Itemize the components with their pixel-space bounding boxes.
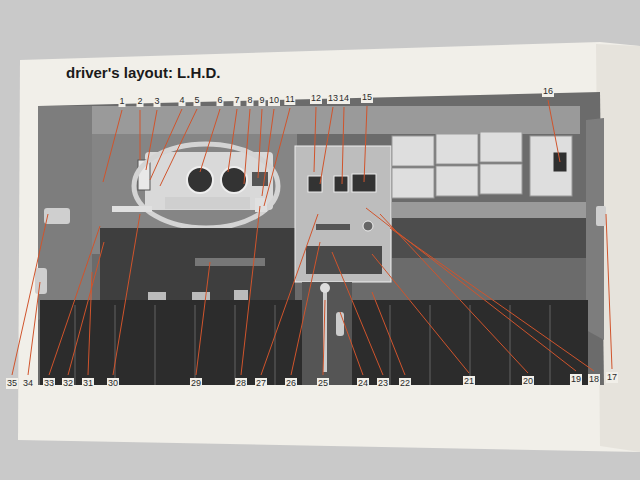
leader-line: [88, 272, 92, 375]
parcel-shelf: [392, 202, 587, 218]
warning-lights: [252, 172, 268, 186]
leader-line: [342, 107, 344, 184]
callout-number: 29: [190, 378, 202, 389]
callout-number: 5: [193, 95, 200, 106]
leader-line: [264, 108, 290, 206]
callout-number: 32: [62, 378, 74, 389]
callout-number: 4: [178, 95, 185, 106]
leader-line: [68, 242, 104, 375]
callout-number: 12: [310, 93, 322, 104]
leader-line: [291, 242, 320, 375]
leader-line: [103, 110, 122, 182]
gear-knob: [320, 283, 330, 293]
pedal: [234, 290, 248, 300]
console-tray: [306, 246, 382, 274]
callout-number: 22: [399, 378, 411, 389]
tunnel: [302, 282, 352, 385]
console-switch: [334, 176, 348, 192]
leader-line: [323, 300, 325, 375]
leader-line: [228, 109, 237, 172]
wheel-spoke: [165, 197, 250, 209]
right-panel: [530, 136, 572, 196]
callout-number: 31: [82, 378, 94, 389]
passenger-footwell: [392, 218, 587, 258]
callout-number: 27: [255, 378, 267, 389]
callout-number: 24: [357, 378, 369, 389]
glovebox-panels: [392, 132, 522, 198]
callout-number: 2: [136, 96, 143, 107]
door-handle: [596, 206, 606, 226]
callout-number: 6: [216, 95, 223, 106]
callout-number: 33: [43, 378, 55, 389]
callout-number: 20: [522, 376, 534, 387]
stalk: [112, 206, 152, 212]
illustration-frame: [38, 92, 604, 385]
callout-number: 35: [6, 378, 18, 389]
console-switch: [308, 176, 322, 192]
leader-line: [262, 109, 274, 196]
callout-number: 8: [246, 95, 253, 106]
callout-number: 25: [317, 378, 329, 389]
page-title: driver's layout: L.H.D.: [66, 64, 220, 81]
leader-line: [390, 228, 594, 371]
callout-number: 1: [118, 96, 125, 107]
callout-number: 17: [606, 372, 618, 383]
callout-number: 28: [235, 378, 247, 389]
leader-line: [364, 106, 367, 182]
leader-line: [340, 312, 363, 375]
leader-line: [244, 109, 250, 184]
callout-number: 21: [463, 376, 475, 387]
leader-line: [150, 109, 182, 180]
leader-line: [146, 110, 157, 170]
callout-number: 30: [107, 378, 119, 389]
leader-line: [320, 107, 333, 184]
leader-line: [12, 214, 48, 375]
leader-line: [548, 100, 560, 162]
callout-number: 9: [258, 95, 265, 106]
callout-number: 19: [570, 374, 582, 385]
centre-console: [295, 146, 391, 282]
callout-number: 23: [377, 378, 389, 389]
leader-line: [372, 254, 469, 373]
callout-number: 7: [233, 95, 240, 106]
leader-line: [200, 109, 220, 172]
callout-number: 3: [153, 96, 160, 107]
callout-number: 18: [588, 374, 600, 385]
callout-number: 16: [542, 86, 554, 97]
driver-seat: [40, 300, 302, 385]
leader-line: [332, 252, 383, 375]
leader-line: [258, 109, 262, 178]
leader-line: [28, 282, 40, 375]
leader-line: [606, 214, 612, 369]
leader-line: [372, 292, 405, 375]
leader-line: [113, 214, 140, 375]
leader-lines: [12, 100, 612, 375]
instrument-cluster: [145, 152, 273, 210]
leader-line: [140, 110, 141, 160]
gauge: [221, 167, 247, 193]
leader-line: [241, 206, 260, 375]
callout-number: 26: [285, 378, 297, 389]
leader-line: [160, 109, 197, 186]
manual-page: [18, 42, 640, 452]
leader-line: [261, 214, 318, 375]
callout-number: 11: [284, 94, 295, 105]
steering-wheel: [134, 144, 278, 228]
window-winder: [35, 268, 47, 294]
leader-line: [366, 208, 576, 371]
callout-number: 15: [361, 92, 373, 103]
radio-slot: [316, 224, 350, 230]
callout-number: 34: [22, 378, 34, 389]
leader-line: [380, 214, 528, 373]
leader-line: [196, 262, 210, 375]
handbrake: [336, 312, 344, 336]
leader-line: [314, 107, 316, 172]
callout-number: 14: [338, 93, 350, 104]
callout-number: 10: [268, 95, 280, 106]
console-knob: [363, 221, 373, 231]
right-door: [586, 118, 604, 340]
footwell: [100, 228, 295, 306]
dash-top: [90, 106, 580, 134]
